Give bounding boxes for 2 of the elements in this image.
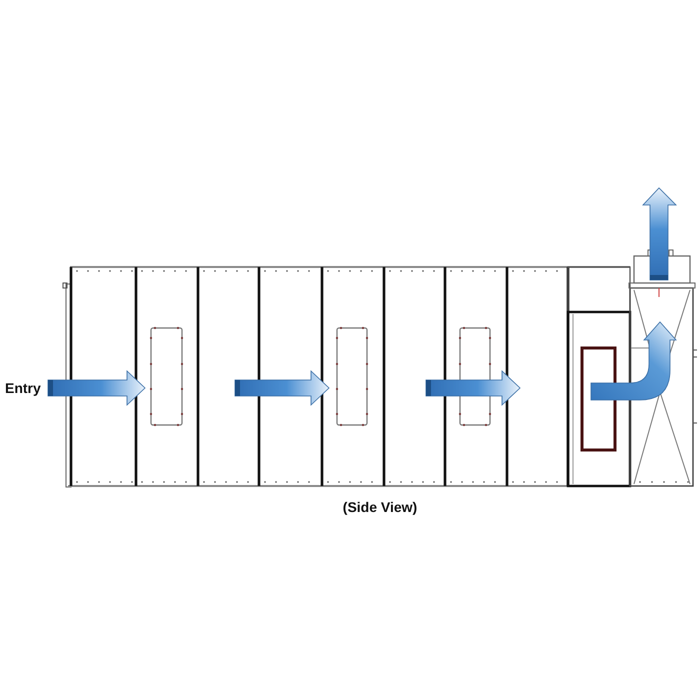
entry-label: Entry xyxy=(5,380,41,396)
caption-text: (Side View) xyxy=(342,499,418,515)
